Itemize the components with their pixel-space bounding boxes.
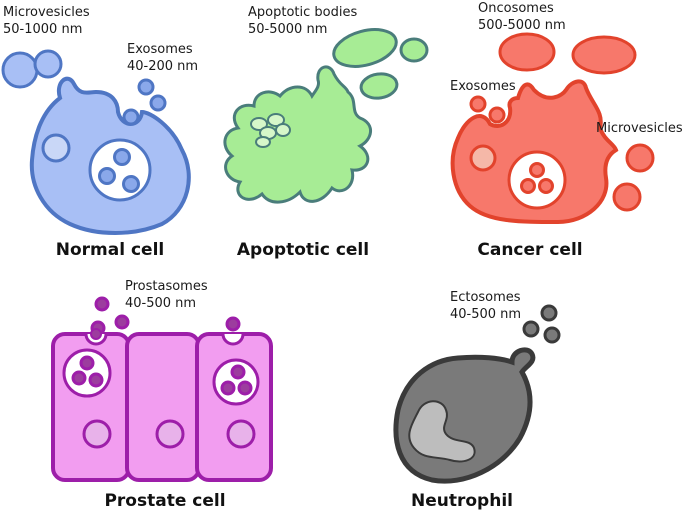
cancer-oncosome	[571, 35, 637, 75]
apoptotic-body	[359, 72, 399, 100]
cancer-endosome-exosome	[529, 162, 545, 178]
neutrophil-nucleus	[408, 400, 476, 463]
apoptotic-cell-group: Apoptotic bodies 50-5000 nm Apoptotic ce…	[223, 5, 429, 260]
normal-endosome-exosome	[98, 167, 116, 185]
prostasome-budding	[90, 328, 102, 340]
normal-exosome	[149, 94, 167, 112]
apoptotic-bodies-size: 50-5000 nm	[248, 22, 327, 37]
cancer-oncosome	[498, 32, 556, 72]
cancer-microvesicle	[625, 143, 655, 173]
cancer-cell-title: Cancer cell	[477, 240, 582, 260]
normal-endosome-exosome	[122, 175, 140, 193]
prostate-cell-group: Prostasomes 40-500 nm Prostate cell	[51, 279, 273, 511]
normal-exosomes-size: 40-200 nm	[127, 59, 198, 74]
cancer-exosome	[488, 106, 506, 124]
cancer-endosome-exosome	[520, 178, 536, 194]
apoptotic-bodies-label: Apoptotic bodies	[248, 5, 357, 20]
prostasome	[114, 314, 130, 330]
prostasome	[230, 364, 246, 380]
prostasome	[88, 372, 104, 388]
normal-nucleus	[41, 133, 71, 163]
normal-microvesicles-label: Microvesicles	[3, 5, 90, 20]
cancer-oncosomes-size: 500-5000 nm	[478, 18, 566, 33]
prostate-cell-middle	[125, 332, 201, 482]
neutrophil-group: Ectosomes 40-500 nm Neutrophil	[393, 290, 561, 511]
prostate-cell-right	[195, 332, 273, 482]
normal-exosomes-label: Exosomes	[127, 42, 193, 57]
ectosome	[522, 320, 540, 338]
normal-cell-title: Normal cell	[56, 240, 164, 260]
prostate-nucleus-middle	[155, 419, 185, 449]
prostasome	[71, 370, 87, 386]
prostasome	[94, 296, 110, 312]
normal-microvesicle	[33, 49, 63, 79]
cancer-exosome	[469, 95, 487, 113]
normal-cell-group: Microvesicles 50-1000 nm Exosomes 40-200…	[1, 5, 198, 260]
normal-endosome-exosome	[113, 148, 131, 166]
prostate-nucleus-left	[82, 419, 112, 449]
normal-microvesicle	[1, 51, 39, 89]
prostasome	[220, 380, 236, 396]
cancer-endosome-exosome	[538, 178, 554, 194]
cancer-microvesicles-label: Microvesicles	[596, 121, 683, 136]
normal-exosome	[122, 108, 140, 126]
prostate-budding-right	[221, 333, 245, 346]
cancer-oncosomes-label: Oncosomes	[478, 1, 554, 16]
apoptotic-cell-title: Apoptotic cell	[237, 240, 369, 260]
normal-microvesicles-size: 50-1000 nm	[3, 22, 82, 37]
prostasome	[79, 355, 95, 371]
apoptotic-fragments	[250, 113, 291, 148]
ectosomes-size: 40-500 nm	[450, 307, 521, 322]
cancer-cell-group: Oncosomes 500-5000 nm Exosomes Microvesi…	[450, 1, 683, 260]
cancer-microvesicle	[612, 182, 642, 212]
ectosome	[540, 304, 558, 322]
ectosomes-label: Ectosomes	[450, 290, 521, 305]
neutrophil-title: Neutrophil	[411, 491, 513, 511]
cancer-exosomes-label: Exosomes	[450, 79, 516, 94]
apoptotic-body	[399, 37, 429, 63]
cancer-endosome	[507, 150, 567, 210]
prostasomes-label: Prostasomes	[125, 279, 208, 294]
prostasome	[237, 380, 253, 396]
cancer-nucleus	[469, 144, 497, 172]
apoptotic-cell-body	[223, 65, 372, 204]
ectosome	[543, 326, 561, 344]
prostasomes-size: 40-500 nm	[125, 296, 196, 311]
prostasome	[225, 316, 241, 332]
normal-exosome	[137, 78, 155, 96]
prostate-cell-title: Prostate cell	[104, 491, 225, 511]
apoptotic-body	[332, 28, 398, 68]
prostate-nucleus-right	[226, 419, 256, 449]
